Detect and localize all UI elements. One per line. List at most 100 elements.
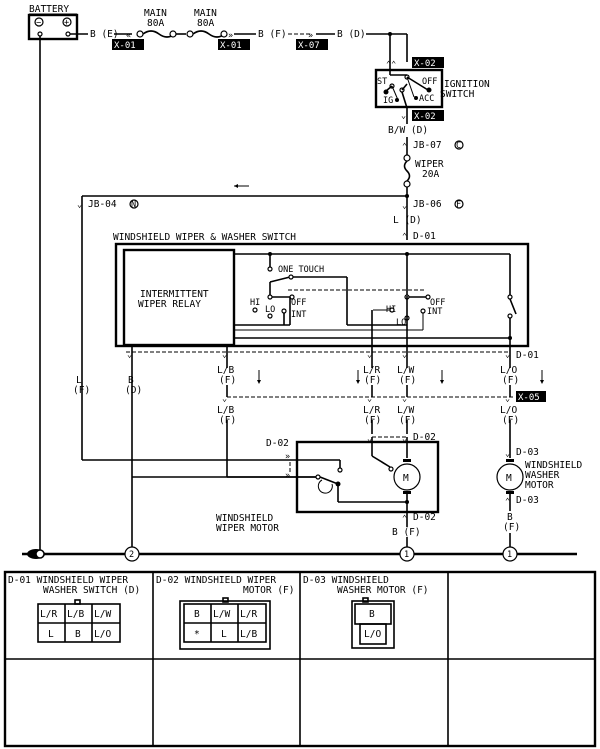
main-fuse-1	[142, 30, 176, 38]
svg-text:N: N	[131, 200, 136, 210]
svg-text:IG: IG	[383, 96, 393, 106]
svg-text:B: B	[128, 375, 134, 386]
svg-text:L/O: L/O	[364, 629, 381, 640]
svg-text:+: +	[64, 18, 69, 28]
svg-text:⌄: ⌄	[367, 394, 372, 404]
svg-text:−: −	[36, 18, 41, 28]
svg-text:⌄: ⌄	[402, 394, 407, 404]
svg-text:OFF: OFF	[422, 77, 437, 87]
svg-text:L/B: L/B	[240, 629, 257, 640]
ground-point-1	[399, 546, 415, 562]
body-ground-icon	[27, 549, 45, 559]
connector-d02: D-02	[266, 438, 289, 449]
svg-text:(F): (F)	[503, 522, 520, 533]
svg-text:80A: 80A	[147, 18, 164, 29]
svg-text:⌄: ⌄	[402, 201, 407, 211]
svg-text:»: »	[228, 31, 233, 41]
svg-text:(F): (F)	[399, 375, 416, 386]
battery-positive-terminal	[62, 17, 72, 27]
svg-text:L/R: L/R	[363, 365, 380, 376]
svg-text:»: »	[285, 452, 290, 462]
svg-text:⌃: ⌃	[402, 232, 407, 242]
svg-text:D-03 WINDSHIELD: D-03 WINDSHIELD	[303, 575, 389, 586]
svg-text:⌄: ⌄	[402, 434, 407, 444]
svg-text:X-01: X-01	[114, 41, 136, 51]
svg-text:OFF: OFF	[291, 298, 306, 308]
ground-point-2	[124, 546, 140, 562]
connector-d01: D-01	[516, 350, 539, 361]
svg-text:L/B: L/B	[217, 365, 234, 376]
svg-text:B: B	[75, 629, 81, 640]
wiper-motor-label: WINDSHIELD	[216, 513, 273, 524]
svg-text:MAIN: MAIN	[144, 8, 167, 19]
svg-text:L/W: L/W	[94, 609, 111, 620]
svg-text:(F): (F)	[502, 415, 519, 426]
svg-text:L/B: L/B	[217, 405, 234, 416]
svg-text:1: 1	[404, 550, 409, 560]
svg-text:⌃: ⌃	[402, 142, 407, 152]
svg-text:*: *	[194, 629, 200, 640]
svg-text:MAIN: MAIN	[194, 8, 217, 19]
connector-d02: D-02	[413, 432, 436, 443]
svg-text:»: »	[285, 471, 290, 481]
svg-text:L/O: L/O	[500, 365, 517, 376]
svg-text:B: B	[194, 609, 200, 620]
svg-text:⌄: ⌄	[402, 350, 407, 360]
svg-text:WIPER RELAY: WIPER RELAY	[138, 299, 201, 310]
connector-cell-d02: D-02 WINDSHIELD WIPER MOTOR (F) B L/W L/…	[156, 575, 294, 650]
connector-tag-x02	[412, 110, 444, 121]
switch-title: WINDSHIELD WIPER & WASHER SWITCH	[113, 232, 296, 243]
ignition-switch	[374, 68, 444, 109]
ignition-switch-label: IGNITION	[444, 79, 490, 90]
svg-text:⌃: ⌃	[505, 497, 510, 507]
wiper-washer-switch	[114, 242, 530, 348]
svg-text:L: L	[76, 375, 82, 386]
svg-text:L: L	[48, 629, 54, 640]
svg-text:B: B	[369, 609, 375, 620]
washer-motor-symbol	[496, 463, 524, 491]
svg-text:ACC: ACC	[419, 94, 434, 104]
svg-text:»: »	[308, 31, 313, 41]
svg-text:L/R: L/R	[363, 405, 380, 416]
connector-tag-x01	[218, 39, 250, 50]
svg-text:L/W: L/W	[397, 365, 414, 376]
svg-text:⌄: ⌄	[367, 350, 372, 360]
connector-cell-d03: D-03 WINDSHIELD WASHER MOTOR (F) B L/O	[303, 575, 429, 649]
svg-text:X-07: X-07	[298, 41, 320, 51]
svg-text:INTERMITTENT: INTERMITTENT	[140, 289, 209, 300]
wire-label-bw-d: B/W (D)	[388, 125, 428, 136]
wire-label-b-f: B (F)	[392, 527, 421, 538]
svg-text:WASHER MOTOR (F): WASHER MOTOR (F)	[337, 585, 429, 596]
connector-table	[3, 570, 597, 748]
svg-text:⌃: ⌃	[402, 514, 407, 524]
svg-text:(F): (F)	[364, 415, 381, 426]
svg-text:X-02: X-02	[414, 112, 436, 122]
svg-text:F: F	[456, 200, 461, 210]
svg-text:OFF: OFF	[430, 298, 445, 308]
svg-text:(F): (F)	[364, 375, 381, 386]
svg-text:⌄: ⌄	[401, 111, 406, 121]
svg-text:X-02: X-02	[414, 59, 436, 69]
connector-tag-x05	[516, 391, 546, 402]
svg-text:L: L	[221, 629, 227, 640]
direction-arrows	[257, 370, 544, 384]
svg-text:B: B	[507, 512, 513, 523]
wiper-motor-symbol	[393, 463, 421, 491]
connector-tag-x02	[412, 57, 444, 68]
connector-jb06: JB-06	[413, 199, 442, 210]
connector-jb04: JB-04	[88, 199, 117, 210]
svg-text:WASHER: WASHER	[525, 470, 560, 481]
svg-text:LO: LO	[396, 318, 406, 328]
svg-text:(D): (D)	[125, 385, 142, 396]
connector-tag-x01	[112, 39, 144, 50]
svg-text:INT: INT	[291, 310, 306, 320]
main-fuse-2	[192, 30, 226, 38]
connector-d02: D-02	[413, 512, 436, 523]
svg-text:⌄: ⌄	[127, 350, 132, 360]
wire-label-l-d: L (D)	[393, 215, 422, 226]
svg-text:ST: ST	[377, 77, 387, 87]
svg-text:1: 1	[507, 550, 512, 560]
connector-jb07: JB-07	[413, 140, 442, 151]
svg-text:⌄: ⌄	[222, 350, 227, 360]
